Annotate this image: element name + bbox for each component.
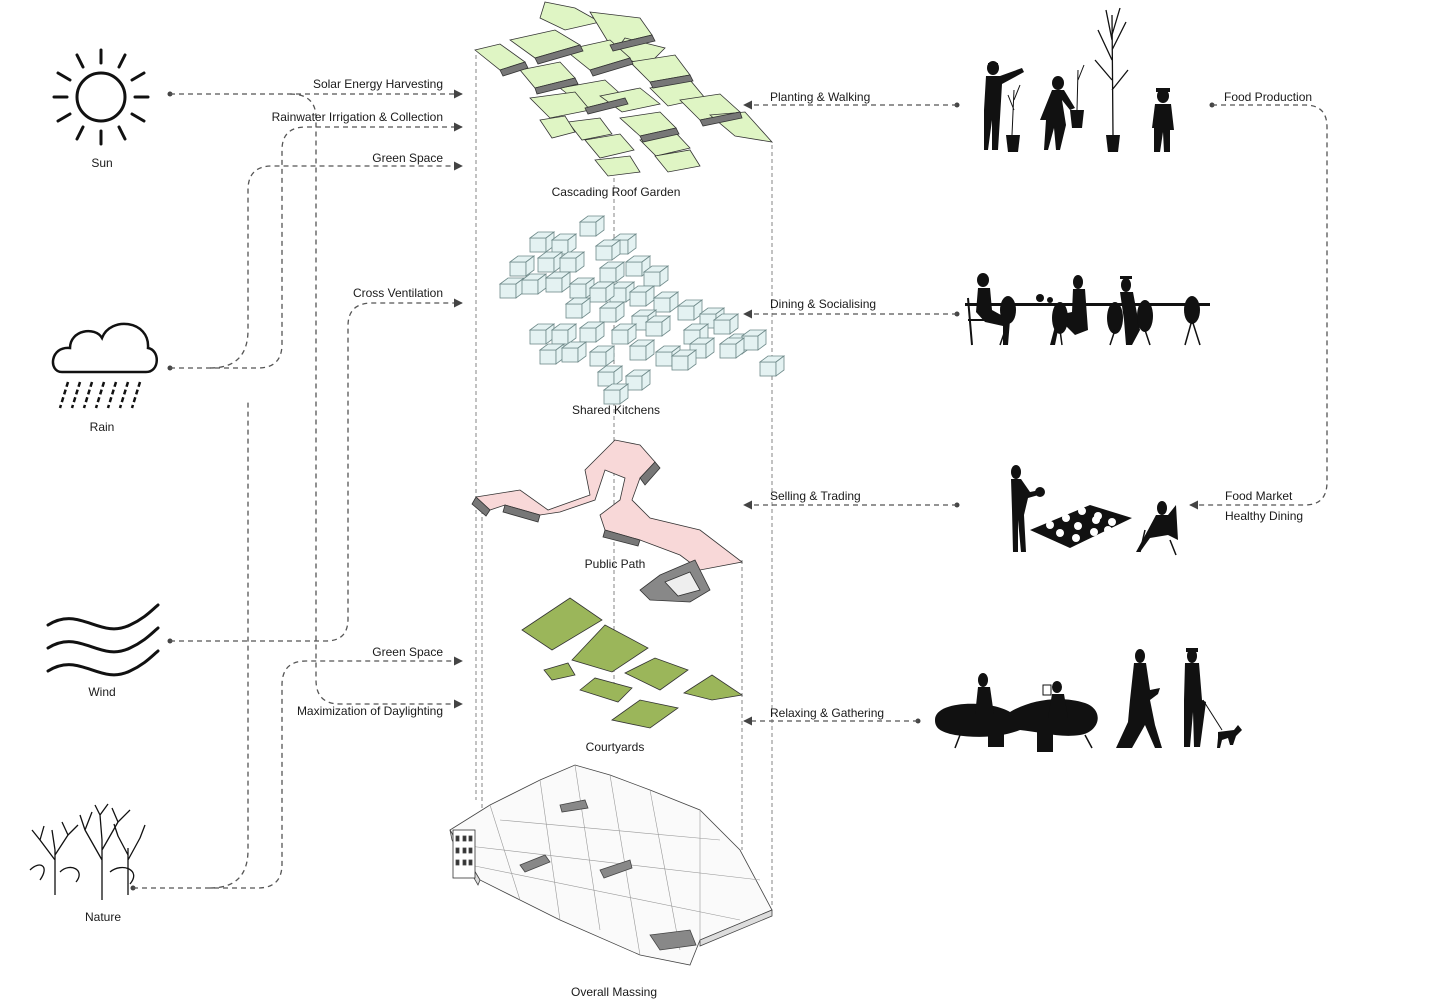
kitchen-box <box>713 319 731 335</box>
kitchen-box <box>625 261 643 277</box>
kitchen-box <box>677 305 695 321</box>
roof-garden-layer <box>474 1 774 177</box>
kitchen-box <box>559 257 577 273</box>
kitchen-box <box>529 329 547 345</box>
kitchen-box <box>759 361 777 377</box>
strategy-daylighting: Maximization of Daylighting <box>297 704 443 718</box>
kitchen-box <box>613 365 623 387</box>
kitchen-box <box>595 321 605 343</box>
kitchen-box <box>545 277 563 293</box>
wind-label: Wind <box>88 685 115 699</box>
activity-selling: Selling & Trading <box>770 489 861 503</box>
shared-kitchens-label: Shared Kitchens <box>572 403 660 417</box>
public-path-label: Public Path <box>585 557 646 571</box>
kitchen-box <box>599 267 617 283</box>
roof-garden-label: Cascading Roof Garden <box>552 185 681 199</box>
kitchen-box <box>509 261 527 277</box>
dining-people-illustration <box>965 273 1210 346</box>
kitchen-box <box>577 341 587 363</box>
kitchen-box <box>611 329 629 345</box>
kitchen-box <box>551 329 569 345</box>
kitchen-box <box>645 321 663 337</box>
kitchen-box <box>687 349 697 371</box>
kitchen-box <box>565 303 583 319</box>
kitchen-box <box>627 233 637 255</box>
overall-massing-label: Overall Massing <box>571 985 657 999</box>
strategy-green-space-2: Green Space <box>372 645 443 659</box>
kitchen-box <box>615 301 625 323</box>
activity-planting: Planting & Walking <box>770 90 870 104</box>
kitchen-box <box>627 323 637 345</box>
kitchen-box <box>539 349 557 365</box>
kitchen-box <box>619 383 629 405</box>
kitchen-box <box>589 287 607 303</box>
overall-massing-layer <box>449 764 773 966</box>
courtyards-label: Courtyards <box>586 740 645 754</box>
kitchen-box <box>719 343 737 359</box>
rain-icon <box>51 322 158 409</box>
activity-relaxing: Relaxing & Gathering <box>770 706 884 720</box>
kitchen-box <box>641 369 651 391</box>
kitchen-box <box>521 279 539 295</box>
kitchen-box <box>629 291 647 307</box>
shared-kitchens-layer <box>498 215 786 405</box>
kitchen-box <box>661 315 671 337</box>
kitchen-box <box>757 329 767 351</box>
sun-label: Sun <box>91 156 112 170</box>
relaxing-people-illustration <box>935 648 1242 752</box>
rain-label: Rain <box>90 420 115 434</box>
layer-alignment-lines <box>475 55 773 905</box>
function-healthy-dining: Healthy Dining <box>1225 509 1303 523</box>
kitchen-box <box>605 281 615 303</box>
kitchen-box <box>567 323 577 345</box>
kitchen-box <box>729 313 739 335</box>
kitchen-box <box>605 345 615 367</box>
kitchen-box <box>561 347 579 363</box>
kitchen-box <box>735 337 745 359</box>
kitchen-box <box>671 355 689 371</box>
kitchen-box <box>579 327 597 343</box>
kitchen-box <box>705 337 715 359</box>
right-connectors <box>743 100 1328 726</box>
kitchen-box <box>569 283 587 299</box>
kitchen-box <box>629 345 647 361</box>
strategy-rainwater: Rainwater Irrigation & Collection <box>272 110 443 124</box>
planting-people-illustration <box>984 7 1174 152</box>
nature-label: Nature <box>85 910 121 924</box>
kitchen-box <box>611 239 621 261</box>
kitchen-box <box>659 265 669 287</box>
activity-dining: Dining & Socialising <box>770 297 876 311</box>
strategy-cross-ventilation: Cross Ventilation <box>353 286 443 300</box>
market-people-illustration <box>1011 465 1178 556</box>
public-path-layer <box>471 439 743 603</box>
kitchen-box <box>645 339 655 361</box>
courtyards-layer <box>521 597 744 729</box>
kitchen-box <box>643 271 661 287</box>
kitchen-box <box>499 283 517 299</box>
left-connectors <box>130 89 463 891</box>
kitchen-box <box>537 257 555 273</box>
kitchen-box <box>529 237 547 253</box>
sun-icon <box>52 48 150 146</box>
kitchen-box <box>579 221 597 237</box>
kitchen-box <box>615 261 625 283</box>
kitchen-box <box>599 307 617 323</box>
wind-icon <box>46 603 160 677</box>
kitchen-box <box>567 233 577 255</box>
kitchen-box <box>581 297 591 319</box>
kitchen-box <box>775 355 785 377</box>
kitchen-box <box>589 351 607 367</box>
kitchen-box <box>595 245 613 261</box>
kitchen-box <box>595 215 605 237</box>
strategy-solar: Solar Energy Harvesting <box>313 77 443 91</box>
kitchen-box <box>655 351 673 367</box>
kitchen-box <box>575 251 585 273</box>
trees-icon <box>29 803 146 900</box>
kitchen-box <box>603 389 621 405</box>
function-food-market: Food Market <box>1225 489 1293 503</box>
function-food-production: Food Production <box>1224 90 1312 104</box>
strategy-green-space-1: Green Space <box>372 151 443 165</box>
kitchen-box <box>525 255 535 277</box>
